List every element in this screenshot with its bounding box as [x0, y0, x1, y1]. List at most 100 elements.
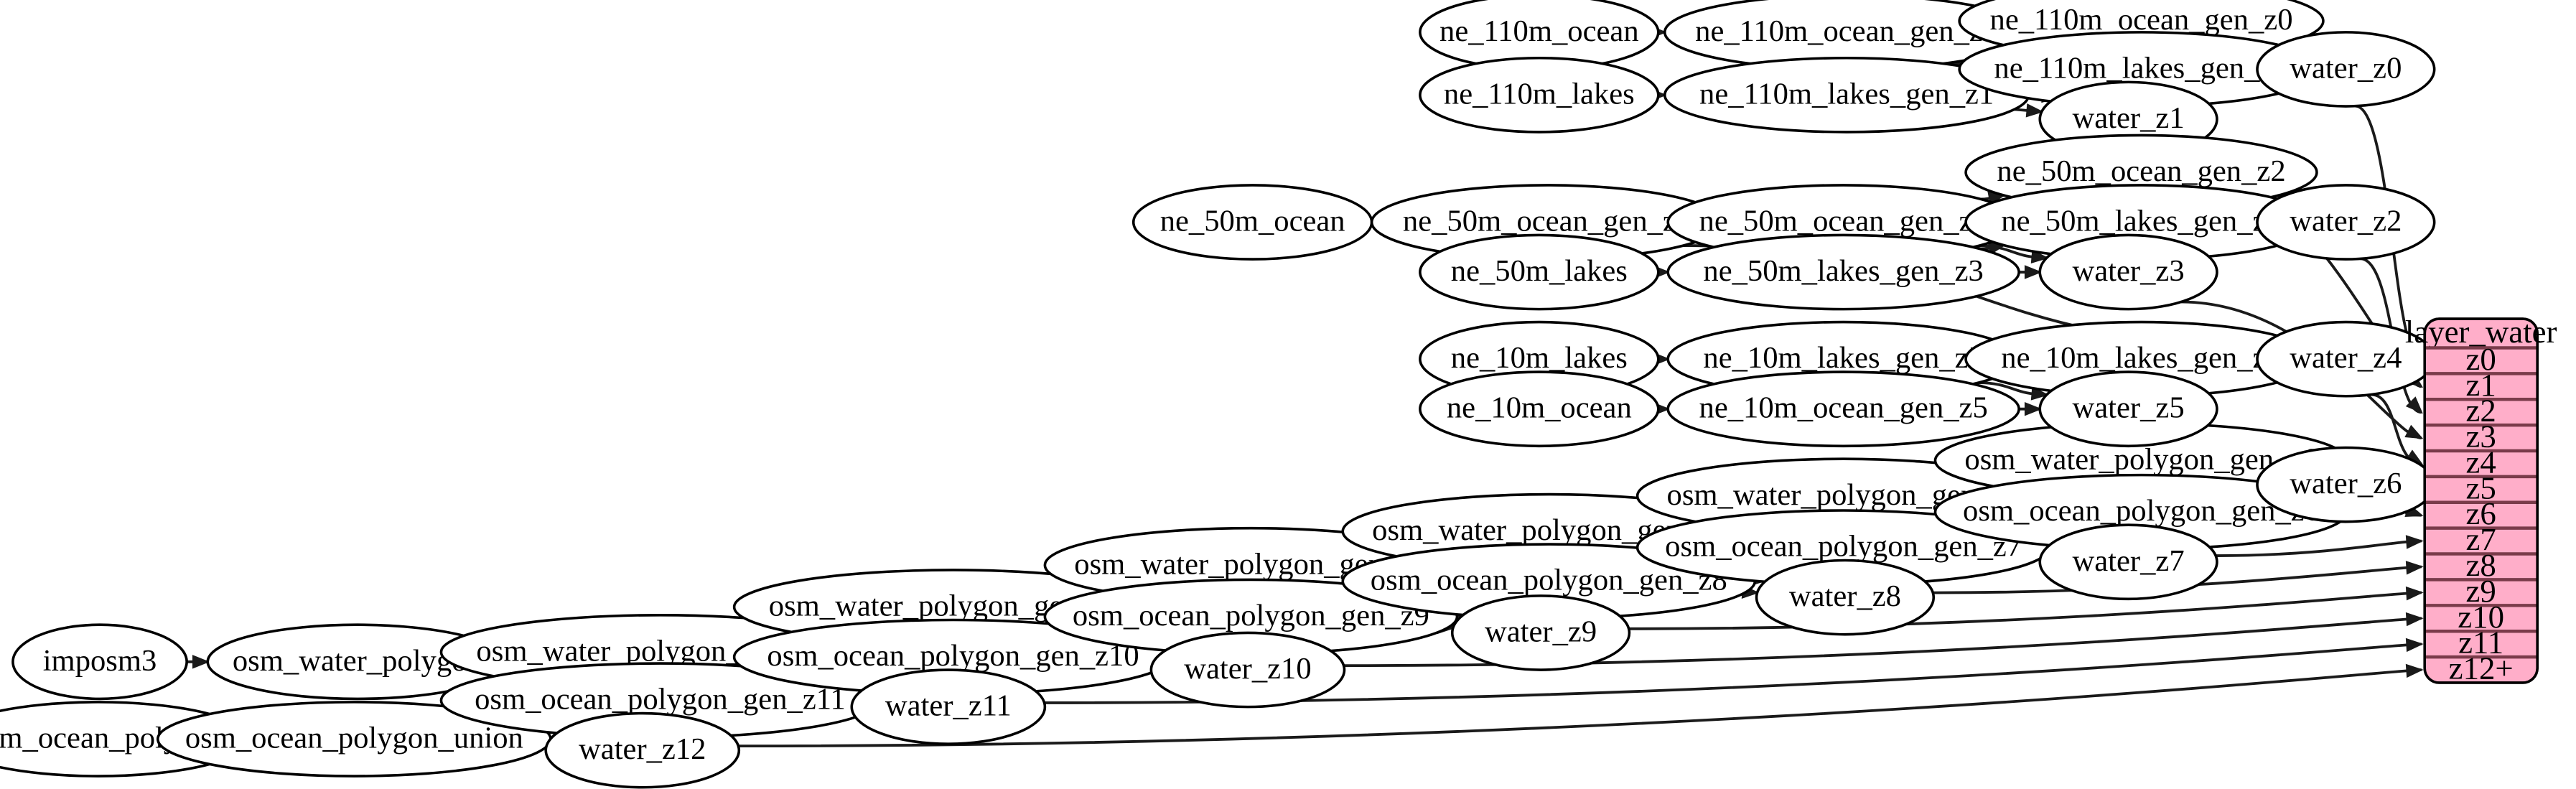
node-ne_110m_lakes_gen_z1[interactable]: ne_110m_lakes_gen_z1	[1663, 56, 2030, 134]
edge-arrowhead	[2405, 638, 2424, 653]
node-shape-water_z8	[1755, 559, 1936, 636]
node-label-osm_water_polygon_gen_z6: osm_water_polygon_gen_z6	[1964, 442, 2318, 476]
edge-water_z9-to-layer_water-z9	[1628, 591, 2422, 630]
table-row-z8: z8	[2466, 547, 2496, 583]
node-shape-ne_110m_lakes	[1419, 56, 1660, 134]
edge-arrowhead	[2030, 249, 2049, 263]
edge-arrowhead	[2025, 103, 2044, 118]
node-label-water_z12: water_z12	[579, 732, 706, 766]
node-imposm3[interactable]: imposm3	[11, 623, 188, 701]
edge-arrowhead	[2405, 612, 2424, 627]
node-water_z7[interactable]: water_z7	[2038, 523, 2218, 601]
node-shape-water_z9	[1450, 594, 1631, 671]
node-water_z6[interactable]: water_z6	[2256, 446, 2436, 523]
node-water_z9[interactable]: water_z9	[1450, 594, 1631, 671]
node-water_z12[interactable]: water_z12	[544, 711, 741, 789]
node-label-ne_110m_lakes: ne_110m_lakes	[1444, 77, 1635, 111]
node-water_z11[interactable]: water_z11	[850, 668, 1047, 745]
layer-water-table: layer_waterz0z1z2z3z4z5z6z7z8z9z10z11z12…	[2405, 314, 2557, 686]
node-label-osm_ocean_polygon_gen_z7: osm_ocean_polygon_gen_z7	[1665, 530, 2022, 564]
edge-arrowhead	[2030, 386, 2049, 401]
node-ne_110m_lakes[interactable]: ne_110m_lakes	[1419, 56, 1660, 134]
node-water_z2[interactable]: water_z2	[2256, 184, 2436, 261]
node-label-ne_50m_lakes: ne_50m_lakes	[1451, 254, 1628, 288]
node-label-osm_ocean_polygon_gen_z9: osm_ocean_polygon_gen_z9	[1073, 599, 1429, 632]
edge-arrowhead	[2405, 663, 2424, 678]
node-shape-water_z7	[2038, 523, 2218, 601]
node-label-water_z8: water_z8	[1789, 579, 1901, 613]
node-label-water_z0: water_z0	[2290, 51, 2402, 85]
node-label-ne_50m_ocean: ne_50m_ocean	[1160, 205, 1345, 238]
edge-arrowhead	[2405, 535, 2424, 549]
node-ne_50m_ocean_gen_z4[interactable]: ne_50m_ocean_gen_z4	[1370, 184, 1725, 261]
node-water_z5[interactable]: water_z5	[2038, 370, 2218, 448]
node-label-water_z6: water_z6	[2290, 467, 2402, 500]
node-label-ne_10m_lakes: ne_10m_lakes	[1451, 341, 1628, 375]
nodes-layer: imposm3osm_water_polygonosm_ocean_polygo…	[0, 0, 2436, 789]
table-row-z6: z6	[2466, 495, 2496, 531]
table-row-z10: z10	[2458, 599, 2504, 635]
table-row-z2: z2	[2466, 393, 2496, 429]
node-label-ne_110m_lakes_gen_z1: ne_110m_lakes_gen_z1	[1699, 77, 1994, 111]
node-water_z10[interactable]: water_z10	[1149, 631, 1346, 709]
table-row-z11: z11	[2458, 625, 2503, 660]
table-row-z0: z0	[2466, 341, 2496, 377]
node-osm_ocean_polygon_gen_z8[interactable]: osm_ocean_polygon_gen_z8	[1341, 543, 1757, 620]
edge-arrowhead	[192, 655, 210, 669]
node-ne_50m_lakes[interactable]: ne_50m_lakes	[1419, 233, 1660, 311]
node-ne_10m_ocean[interactable]: ne_10m_ocean	[1419, 370, 1660, 448]
node-osm_ocean_polygon_gen_z10[interactable]: osm_ocean_polygon_gen_z10	[732, 618, 1174, 696]
node-label-ne_110m_ocean_gen_z1: ne_110m_ocean_gen_z1	[1695, 14, 1998, 48]
edge-arrowhead	[2405, 561, 2424, 575]
node-shape-water_z0	[2256, 31, 2436, 108]
node-water_z8[interactable]: water_z8	[1755, 559, 1936, 636]
node-ne_50m_ocean[interactable]: ne_50m_ocean	[1131, 184, 1373, 261]
node-label-water_z10: water_z10	[1184, 652, 1311, 686]
edge-water_z10-to-layer_water-z10	[1343, 617, 2422, 668]
table-row-z3: z3	[2466, 419, 2496, 454]
node-label-ne_50m_lakes_gen_z2: ne_50m_lakes_gen_z2	[2001, 205, 2281, 238]
node-label-ne_50m_ocean_gen_z3: ne_50m_ocean_gen_z3	[1699, 205, 1988, 238]
node-label-osm_ocean_polygon_gen_z6: osm_ocean_polygon_gen_z6	[1963, 494, 2320, 528]
node-shape-water_z5	[2038, 370, 2218, 448]
table-outline	[2423, 317, 2539, 684]
node-osm_ocean_polygon_gen_z9[interactable]: osm_ocean_polygon_gen_z9	[1043, 578, 1459, 655]
node-label-ne_10m_ocean: ne_10m_ocean	[1447, 391, 1632, 425]
node-shape-water_z3	[2038, 233, 2218, 311]
node-label-water_z3: water_z3	[2073, 254, 2185, 288]
node-ne_110m_lakes_gen_z0[interactable]: ne_110m_lakes_gen_z0	[1958, 31, 2325, 108]
node-shape-water_z12	[544, 711, 741, 789]
node-label-ne_10m_ocean_gen_z5: ne_10m_ocean_gen_z5	[1699, 391, 1988, 425]
node-label-water_z4: water_z4	[2290, 341, 2402, 375]
table-row-z9: z9	[2466, 573, 2496, 609]
node-water_z0[interactable]: water_z0	[2256, 31, 2436, 108]
table-row-z12+: z12+	[2449, 650, 2514, 686]
node-shape-water_z2	[2256, 184, 2436, 261]
node-label-water_z5: water_z5	[2073, 391, 2185, 425]
node-ne_110m_ocean_gen_z1[interactable]: ne_110m_ocean_gen_z1	[1663, 0, 2030, 71]
node-label-ne_50m_lakes_gen_z3: ne_50m_lakes_gen_z3	[1703, 254, 1983, 288]
edge-arrowhead	[2405, 396, 2423, 414]
edge-water_z12-to-layer_water-z12+	[738, 668, 2422, 748]
node-label-ne_110m_ocean: ne_110m_ocean	[1439, 14, 1639, 48]
edge-water_z11-to-layer_water-z11	[1044, 643, 2422, 704]
node-shape-water_z11	[850, 668, 1047, 745]
node-label-imposm3: imposm3	[43, 644, 157, 678]
edge-arrowhead	[2024, 265, 2043, 279]
node-shape-ne_10m_ocean	[1419, 370, 1660, 448]
node-water_z3[interactable]: water_z3	[2038, 233, 2218, 311]
table-row-z4: z4	[2466, 444, 2496, 480]
node-label-ne_10m_lakes_gen_z4: ne_10m_lakes_gen_z4	[2001, 341, 2281, 375]
node-label-osm_ocean_polygon_gen_z11: osm_ocean_polygon_gen_z11	[475, 683, 846, 716]
node-ne_10m_ocean_gen_z5[interactable]: ne_10m_ocean_gen_z5	[1666, 370, 2020, 448]
edge-arrowhead	[2404, 424, 2424, 439]
node-water_z4[interactable]: water_z4	[2256, 320, 2436, 398]
node-ne_50m_lakes_gen_z3[interactable]: ne_50m_lakes_gen_z3	[1666, 233, 2020, 311]
node-ne_50m_lakes_gen_z2[interactable]: ne_50m_lakes_gen_z2	[1964, 184, 2318, 261]
node-label-ne_110m_lakes_gen_z0: ne_110m_lakes_gen_z0	[1994, 51, 2288, 85]
node-ne_10m_lakes_gen_z4[interactable]: ne_10m_lakes_gen_z4	[1964, 320, 2318, 398]
node-osm_ocean_polygon_gen_z11[interactable]: osm_ocean_polygon_gen_z11	[439, 662, 881, 739]
edge-arrowhead	[2405, 586, 2424, 601]
